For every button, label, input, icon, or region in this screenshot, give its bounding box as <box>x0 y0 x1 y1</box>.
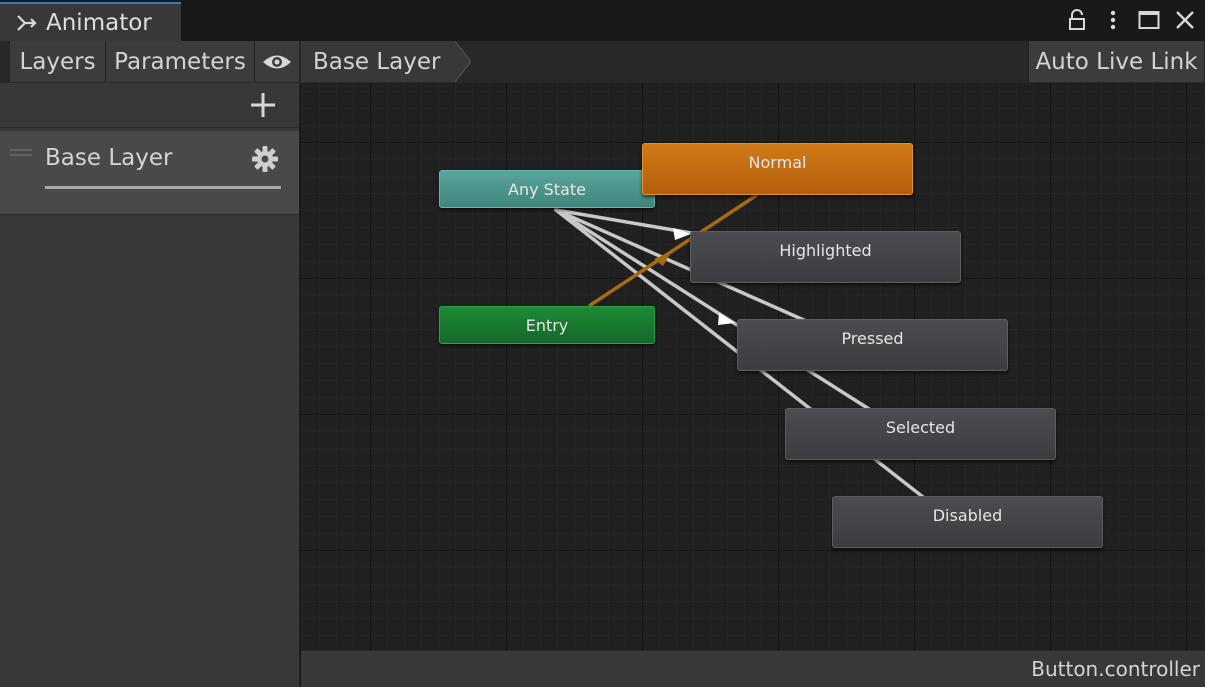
state-normal[interactable]: Normal <box>642 143 913 195</box>
layers-panel-header <box>0 83 299 128</box>
animator-icon <box>17 14 37 31</box>
animator-tab[interactable]: Animator <box>0 2 181 41</box>
gear-icon[interactable] <box>251 145 279 173</box>
transition-entry-normal[interactable] <box>588 193 758 308</box>
breadcrumb-base-layer: Base Layer <box>313 48 441 75</box>
close-icon[interactable] <box>1173 8 1197 32</box>
transition-anystate-pressed[interactable] <box>554 208 808 323</box>
lock-icon[interactable] <box>1065 8 1089 32</box>
state-any-state[interactable]: Any State <box>439 170 655 208</box>
animator-toolbar: Layers Parameters Base Layer Auto Live L… <box>0 41 1205 83</box>
layers-tab[interactable]: Layers <box>10 41 106 82</box>
breadcrumb[interactable]: Base Layer <box>301 41 471 82</box>
state-disabled[interactable]: Disabled <box>832 496 1103 548</box>
layer-weight-slider[interactable] <box>45 186 281 189</box>
transition-anystate-selected[interactable] <box>554 208 871 411</box>
layer-name: Base Layer <box>45 145 173 171</box>
auto-live-link-button[interactable]: Auto Live Link <box>1028 41 1205 82</box>
maximize-icon[interactable] <box>1137 8 1161 32</box>
state-pressed[interactable]: Pressed <box>737 319 1008 371</box>
state-selected[interactable]: Selected <box>785 408 1056 460</box>
state-highlighted[interactable]: Highlighted <box>690 231 961 283</box>
arrow-highlighted <box>673 228 691 240</box>
state-entry[interactable]: Entry <box>439 306 655 344</box>
status-bar: Button.controller <box>301 650 1205 687</box>
drag-handle-icon[interactable] <box>10 149 32 157</box>
arrow-normal <box>654 252 671 266</box>
layer-item-base-layer[interactable]: Base Layer <box>0 131 299 215</box>
arrow-pressed <box>718 313 735 325</box>
tab-title: Animator <box>46 9 152 36</box>
more-icon[interactable] <box>1101 8 1125 32</box>
eye-toggle-button[interactable] <box>255 41 300 82</box>
controller-file-name: Button.controller <box>1031 657 1200 681</box>
state-machine-graph[interactable]: Any State Entry Normal Highlighted Press… <box>301 83 1205 650</box>
title-bar: Animator <box>0 0 1205 41</box>
layers-panel: Base Layer <box>0 83 300 687</box>
plus-icon[interactable] <box>249 91 277 119</box>
parameters-tab[interactable]: Parameters <box>106 41 255 82</box>
eye-icon <box>263 55 291 68</box>
